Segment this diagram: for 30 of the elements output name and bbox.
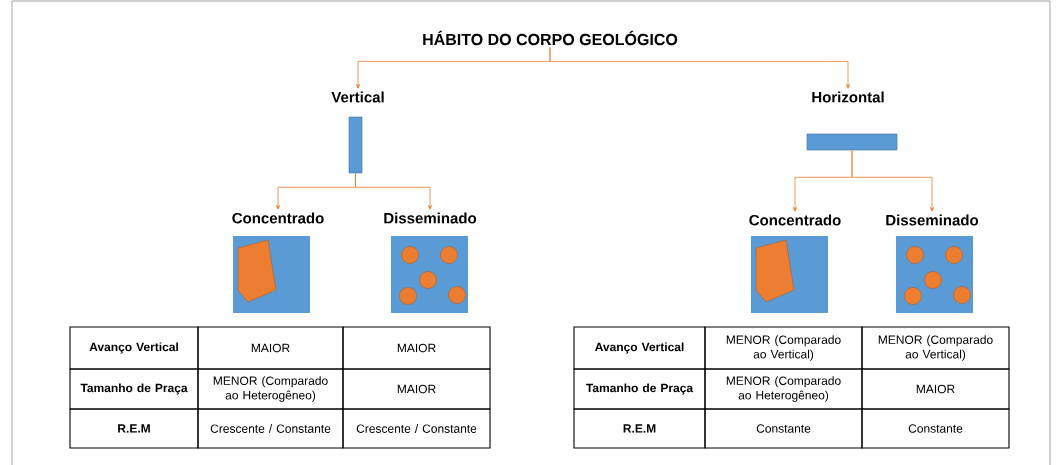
heading: Disseminado — [886, 214, 979, 226]
table-header-cell: Tamanho de Praça — [69, 368, 199, 410]
heading: Vertical — [331, 91, 384, 103]
table-cell: Crescente / Constante — [342, 408, 491, 449]
table-cell: Crescente / Constante — [197, 408, 344, 449]
table-header-cell: R.E.M — [69, 408, 199, 449]
table-cell: MAIOR — [342, 326, 491, 370]
ore-body-bar — [348, 116, 363, 174]
table-cell: MAIOR — [197, 326, 344, 370]
connector-arrow — [355, 172, 432, 210]
table-cell: MENOR (Comparado ao Vertical) — [861, 326, 1010, 370]
title: HÁBITO DO CORPO GEOLÓGICO — [423, 30, 678, 46]
heading: Concentrado — [232, 212, 324, 224]
table-header-cell: Avanço Vertical — [69, 326, 199, 370]
table-cell: MENOR (Comparado ao Heterogêneo) — [197, 368, 344, 410]
table-cell: Constante — [861, 408, 1010, 449]
table-header-cell: Avanço Vertical — [573, 326, 706, 370]
table-header-cell: Tamanho de Praça — [573, 368, 706, 410]
connector-arrow — [851, 149, 934, 212]
ore-body-bar — [806, 133, 898, 151]
heading: Disseminado — [384, 212, 477, 224]
table-cell: MAIOR — [342, 368, 491, 410]
heading: Concentrado — [749, 214, 841, 226]
table-header-cell: R.E.M — [573, 408, 706, 449]
table-cell: MENOR (Comparado ao Heterogêneo) — [704, 368, 863, 410]
table-cell: MAIOR — [861, 368, 1010, 410]
heading: Horizontal — [812, 91, 884, 103]
connector-arrow — [549, 46, 850, 89]
table-cell: Constante — [704, 408, 863, 449]
table-cell: MENOR (Comparado ao Vertical) — [704, 326, 863, 370]
